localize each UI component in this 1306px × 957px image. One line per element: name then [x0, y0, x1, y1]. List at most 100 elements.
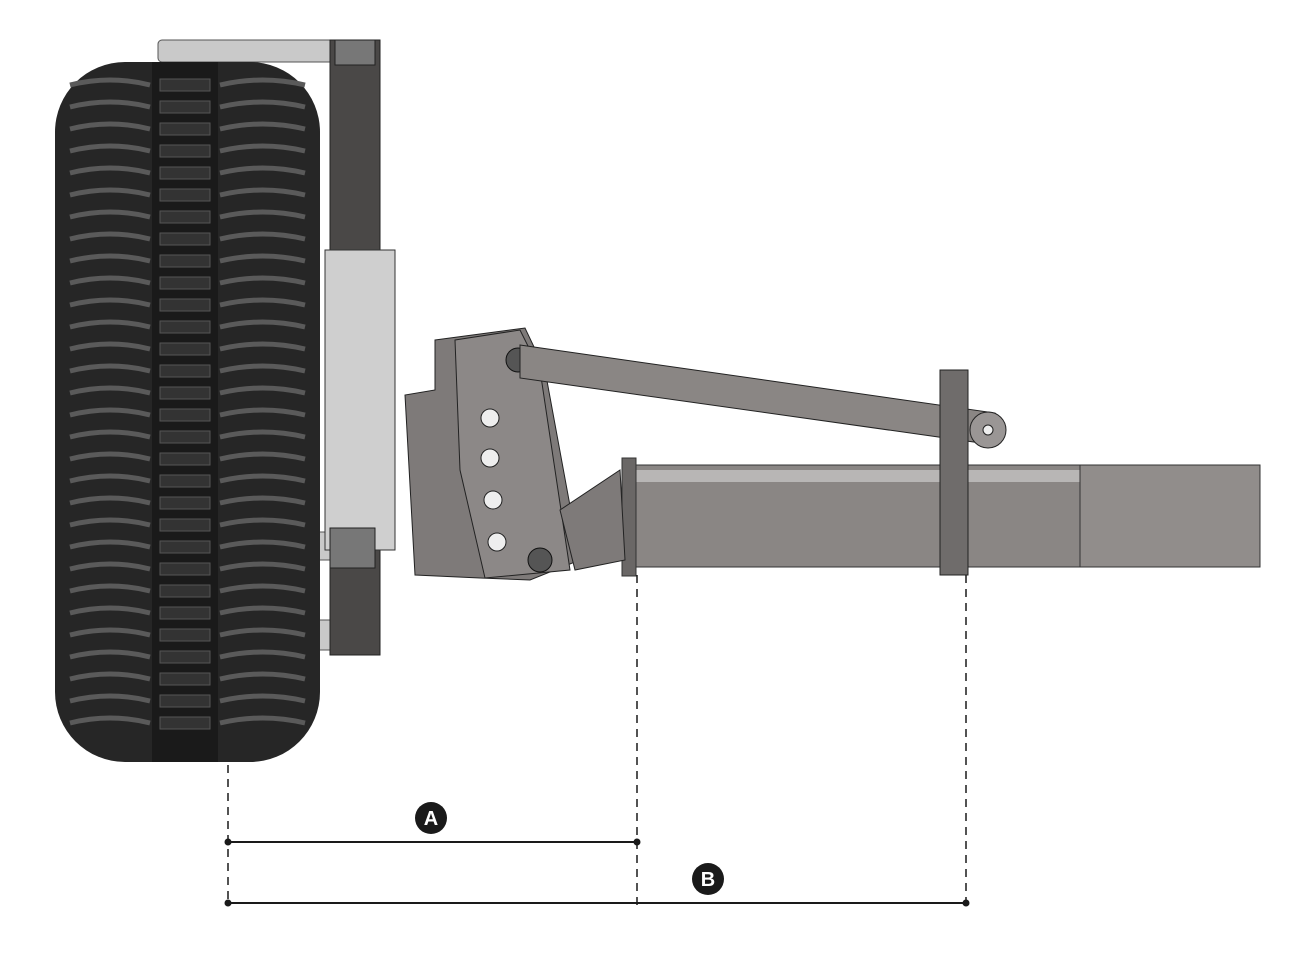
tread-block	[159, 232, 211, 246]
tread-block	[159, 166, 211, 180]
tread-groove	[69, 605, 151, 616]
tread-groove	[69, 451, 151, 462]
mount-plate	[324, 39, 396, 656]
tread-block	[159, 100, 211, 114]
tread-groove	[69, 429, 151, 440]
tread-groove	[219, 165, 306, 176]
tread-groove	[69, 407, 151, 418]
tread-block	[159, 144, 211, 158]
tread-groove	[219, 363, 306, 374]
link-arm	[519, 344, 1007, 449]
tread-groove	[219, 121, 306, 132]
tread-groove	[69, 363, 151, 374]
tread-groove	[69, 121, 151, 132]
tread-groove	[219, 187, 306, 198]
tread-groove	[219, 429, 306, 440]
tread-groove	[219, 99, 306, 110]
tread-groove	[219, 319, 306, 330]
tread-block	[159, 342, 211, 356]
tread-groove	[219, 451, 306, 462]
tread-groove	[219, 341, 306, 352]
dimension-b-badge	[692, 863, 724, 895]
tread-block	[159, 474, 211, 488]
tread-groove	[69, 275, 151, 286]
tread-groove	[219, 671, 306, 682]
tread-block	[159, 408, 211, 422]
tread-groove	[69, 77, 151, 88]
tread-groove	[69, 671, 151, 682]
tread-groove	[219, 253, 306, 264]
tread-block	[159, 386, 211, 400]
tread-block	[159, 364, 211, 378]
clamp	[939, 369, 969, 576]
tire	[55, 62, 320, 762]
tread-groove	[69, 627, 151, 638]
tread-groove	[219, 693, 306, 704]
tread-groove	[69, 561, 151, 572]
dimension-a-label: A	[424, 808, 438, 830]
tread-groove	[219, 231, 306, 242]
tread-groove	[219, 407, 306, 418]
tread-groove	[219, 473, 306, 484]
tread-block	[159, 188, 211, 202]
tread-block	[159, 672, 211, 686]
tread-block	[159, 584, 211, 598]
tread-groove	[69, 649, 151, 660]
tread-block	[159, 298, 211, 312]
tread-groove	[219, 627, 306, 638]
dimension-a-badge	[415, 802, 447, 834]
tread-groove	[219, 649, 306, 660]
tread-groove	[219, 561, 306, 572]
tread-groove	[219, 297, 306, 308]
tread-block	[159, 496, 211, 510]
tread-block	[159, 650, 211, 664]
tread-groove	[69, 99, 151, 110]
tread-groove	[219, 605, 306, 616]
tread-groove	[69, 539, 151, 550]
dimension-b: B	[224, 863, 970, 907]
tread-groove	[219, 209, 306, 220]
tread-block	[159, 430, 211, 444]
tread-block	[159, 78, 211, 92]
tread-groove	[219, 143, 306, 154]
tread-groove	[69, 693, 151, 704]
tread-block	[159, 606, 211, 620]
tread-block	[159, 628, 211, 642]
tread-groove	[219, 275, 306, 286]
tread-groove	[69, 231, 151, 242]
tread-block	[159, 276, 211, 290]
dimension-b-label: B	[701, 869, 715, 891]
tread-block	[159, 254, 211, 268]
tread-groove	[69, 583, 151, 594]
tread-groove	[69, 253, 151, 264]
tread-block	[159, 716, 211, 730]
dimension-a: A	[224, 802, 641, 846]
tread-groove	[69, 165, 151, 176]
top-rod	[157, 39, 339, 63]
tread-groove	[219, 583, 306, 594]
tread-groove	[219, 495, 306, 506]
tread-groove	[69, 715, 151, 726]
tread-groove	[219, 385, 306, 396]
bracket	[404, 327, 626, 581]
tread-block	[159, 562, 211, 576]
tread-block	[159, 540, 211, 554]
extension-lines	[227, 575, 967, 905]
tread-groove	[69, 187, 151, 198]
tread-groove	[69, 385, 151, 396]
tread-block	[159, 320, 211, 334]
tread-block	[159, 518, 211, 532]
tread-block	[159, 210, 211, 224]
tread-groove	[69, 297, 151, 308]
tread-groove	[219, 715, 306, 726]
tread-groove	[69, 143, 151, 154]
tread-groove	[69, 517, 151, 528]
tread-groove	[69, 341, 151, 352]
tread-block	[159, 122, 211, 136]
tread-groove	[69, 495, 151, 506]
tread-groove	[69, 473, 151, 484]
tread-block	[159, 452, 211, 466]
tread-groove	[69, 209, 151, 220]
tread-block	[159, 694, 211, 708]
